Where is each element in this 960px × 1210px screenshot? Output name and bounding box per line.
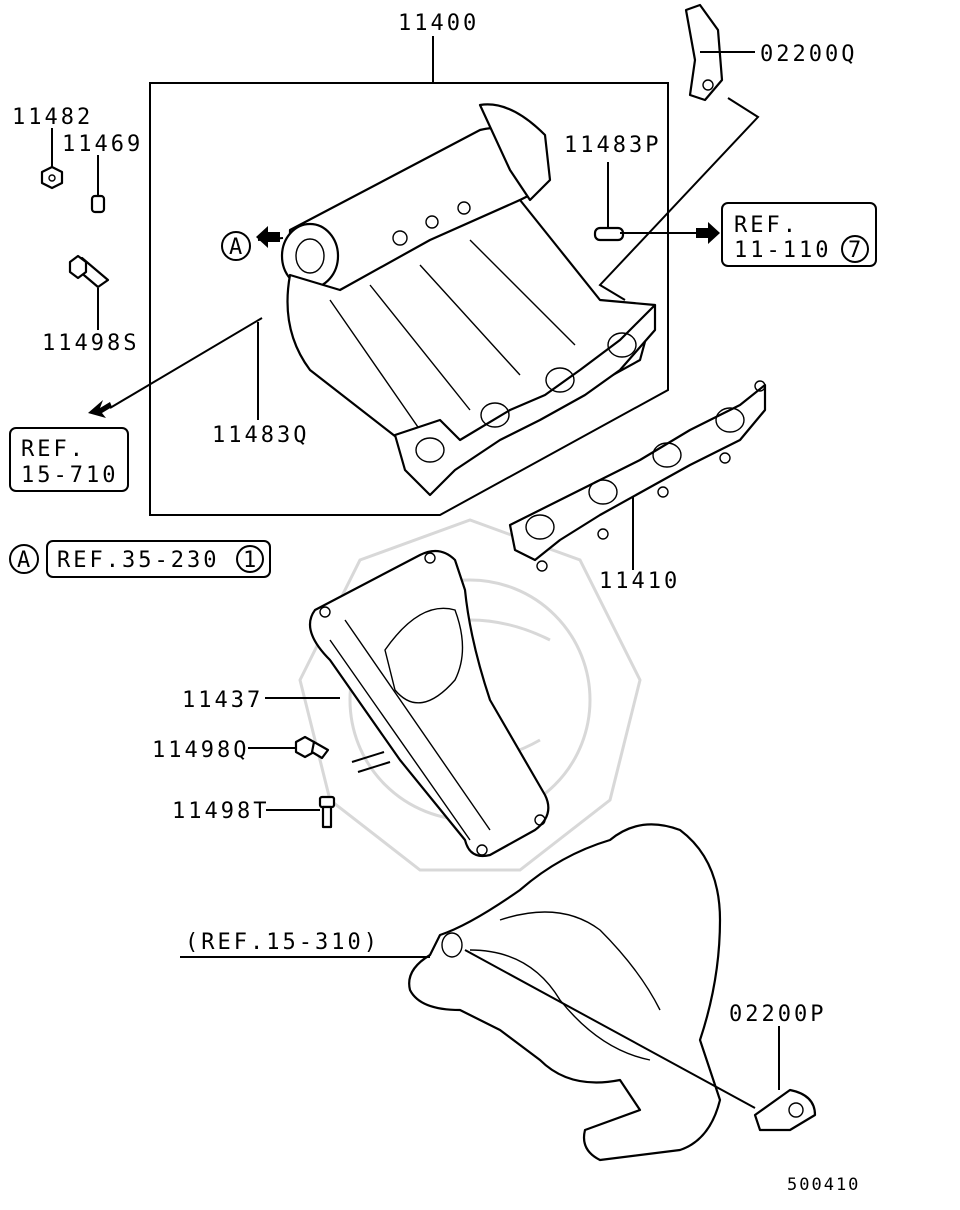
pin-11483p bbox=[593, 226, 625, 242]
bracket-02200p bbox=[753, 1088, 817, 1132]
stud-11469 bbox=[90, 194, 106, 214]
leader-lines bbox=[51, 51, 780, 1109]
marker-a-upper: A bbox=[221, 231, 251, 261]
svg-text:A: A bbox=[17, 548, 30, 573]
assembly-frame bbox=[149, 36, 669, 516]
ref-35-circle-number: 1 bbox=[243, 548, 256, 573]
arrow-left-a bbox=[256, 226, 280, 248]
label-11469: 11469 bbox=[62, 132, 143, 157]
label-11410: 11410 bbox=[599, 569, 680, 594]
exhaust-manifold bbox=[408, 823, 722, 1162]
bolt-11498s bbox=[68, 254, 110, 289]
manifold-stay bbox=[308, 549, 550, 858]
arrow-left-ref15 bbox=[88, 400, 112, 418]
svg-text:A: A bbox=[229, 235, 242, 260]
ref-35-number: REF.35-230 bbox=[57, 548, 219, 573]
ref-15-label: REF. bbox=[21, 437, 86, 462]
ref-box-15-710: REF. 15-710 bbox=[9, 427, 129, 492]
ref-box-11-110: REF. 11-110 7 bbox=[721, 202, 877, 267]
ref-15-number: 15-710 bbox=[21, 463, 118, 488]
ref-box-35-230: REF.35-230 1 bbox=[46, 540, 271, 578]
label-02200q: 02200Q bbox=[760, 42, 857, 67]
manifold-gasket bbox=[508, 380, 767, 572]
ref-11-circle-number: 7 bbox=[848, 238, 861, 263]
label-11437: 11437 bbox=[182, 688, 263, 713]
label-11483p: 11483P bbox=[564, 133, 661, 158]
label-11483q: 11483Q bbox=[212, 423, 309, 448]
label-02200p: 02200P bbox=[729, 1002, 826, 1027]
label-11498t: 11498T bbox=[172, 799, 269, 824]
arrow-right-ref bbox=[696, 222, 720, 244]
ref-11-number: 11-110 bbox=[734, 238, 831, 263]
part-labels: 11400 02200Q 11482 11469 11483P 11498S 1… bbox=[12, 11, 860, 1195]
nut-11482 bbox=[40, 165, 64, 190]
intake-manifold bbox=[280, 103, 657, 497]
bolt-11498q bbox=[294, 735, 330, 760]
ref-11-label: REF. bbox=[734, 213, 799, 238]
bolt-11498t bbox=[318, 795, 336, 829]
studs-stay bbox=[351, 751, 391, 773]
figure-code: 500410 bbox=[787, 1175, 860, 1195]
label-ref-15-310: (REF.15-310) bbox=[185, 930, 380, 955]
label-11482: 11482 bbox=[12, 105, 93, 130]
marker-a-lower: A bbox=[9, 544, 39, 574]
label-11498q: 11498Q bbox=[152, 738, 249, 763]
label-11498s: 11498S bbox=[42, 331, 139, 356]
label-11400: 11400 bbox=[398, 11, 479, 36]
